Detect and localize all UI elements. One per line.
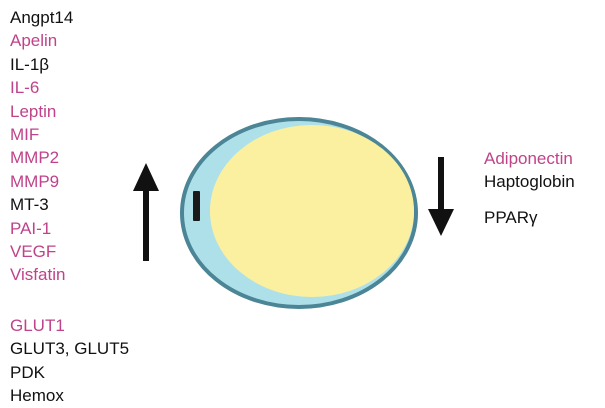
list-spacer	[484, 194, 575, 206]
gene-label: Adiponectin	[484, 147, 575, 170]
gene-label: PPARγ	[484, 206, 575, 229]
cell-nucleus	[193, 191, 200, 221]
up-arrow-shaft	[143, 189, 149, 261]
gene-label: VEGF	[10, 240, 73, 263]
adipocyte-icon	[178, 115, 420, 311]
gene-label: Haptoglobin	[484, 170, 575, 193]
gene-label: GLUT3, GLUT5	[10, 337, 129, 360]
lipid-droplet	[210, 125, 414, 297]
downregulated-list: Adiponectin Haptoglobin PPARγ	[484, 147, 575, 229]
gene-label: MT-3	[10, 193, 73, 216]
up-arrow-head	[133, 163, 159, 191]
gene-label: Angpt14	[10, 6, 73, 29]
down-arrow-icon	[426, 157, 456, 237]
gene-label: GLUT1	[10, 314, 129, 337]
down-arrow-head	[428, 209, 454, 236]
gene-label: IL-6	[10, 76, 73, 99]
upregulated-list-primary: Angpt14 Apelin IL-1β IL-6 Leptin MIF MMP…	[10, 6, 73, 287]
gene-label: MMP2	[10, 146, 73, 169]
gene-label: MIF	[10, 123, 73, 146]
gene-label: Leptin	[10, 100, 73, 123]
upregulated-list-secondary: GLUT1 GLUT3, GLUT5 PDK Hemox	[10, 314, 129, 408]
gene-label: Visfatin	[10, 263, 73, 286]
gene-label: PDK	[10, 361, 129, 384]
gene-label: Apelin	[10, 29, 73, 52]
gene-label: MMP9	[10, 170, 73, 193]
up-arrow-icon	[131, 163, 161, 263]
gene-label: IL-1β	[10, 53, 73, 76]
gene-label: PAI-1	[10, 217, 73, 240]
down-arrow-shaft	[438, 157, 444, 211]
gene-label: Hemox	[10, 384, 129, 407]
